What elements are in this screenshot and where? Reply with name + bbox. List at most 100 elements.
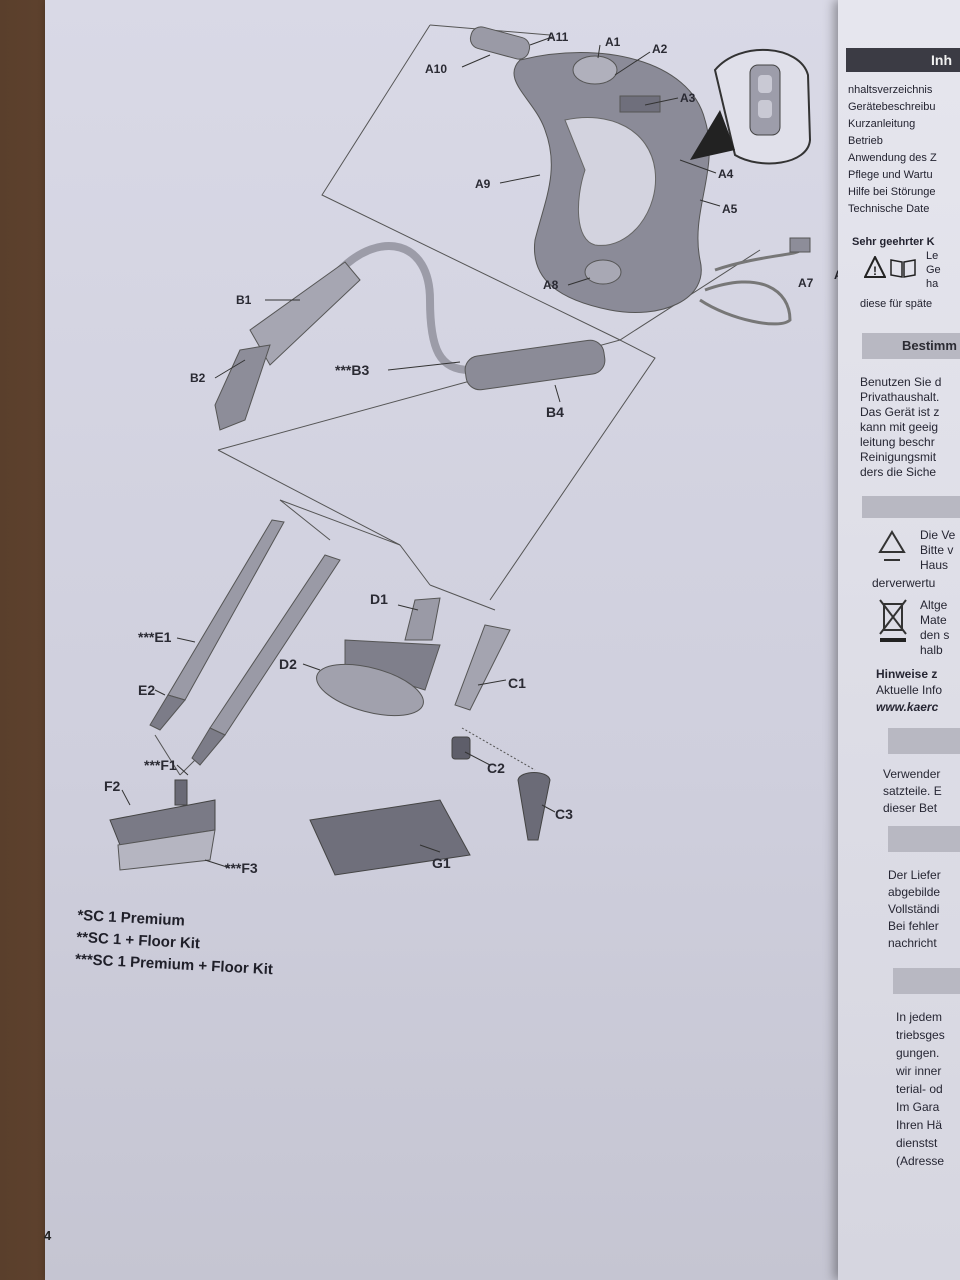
label-f3: ***F3 <box>225 860 258 876</box>
floor-nozzle-f <box>109 779 216 871</box>
section3-line-2: abgebilde <box>888 885 941 899</box>
section4-line-2: triebsges <box>896 1028 945 1042</box>
label-b4: B4 <box>546 404 564 420</box>
section3-line-3: Vollständi <box>888 902 940 916</box>
label-e2: E2 <box>138 682 156 698</box>
hint-line-1: Aktuelle Info <box>876 683 943 697</box>
section4-line-3: gungen. <box>896 1046 940 1060</box>
label-g1: G1 <box>432 855 451 871</box>
section1-line-7: ders die Siche <box>860 465 937 479</box>
label-e1: ***E1 <box>138 629 172 645</box>
toc-line-3: Kurzanleitung <box>848 118 916 130</box>
section4-line-8: dienstst <box>896 1136 938 1150</box>
section-scope-bar <box>888 826 960 852</box>
section1-line-6: Reinigungsmit <box>860 450 937 464</box>
label-f2: F2 <box>104 778 121 794</box>
svg-text:!: ! <box>873 264 877 278</box>
steam-hose <box>214 242 606 431</box>
label-d2: D2 <box>279 656 297 672</box>
manual-left-page <box>45 0 855 1280</box>
section3-line-1: Der Liefer <box>888 868 941 882</box>
section4-line-4: wir inner <box>896 1064 942 1078</box>
contents-header: Inh <box>846 48 960 72</box>
toc-line-4: Betrieb <box>848 135 883 147</box>
label-b1: B1 <box>236 293 252 307</box>
disposal-line-4: halb <box>920 643 943 657</box>
section1-line-2: Privathaushalt. <box>860 390 940 404</box>
label-b3: ***B3 <box>335 362 370 378</box>
model-legend: *SC 1 Premium **SC 1 + Floor Kit ***SC 1… <box>75 905 276 981</box>
steam-cleaner-body <box>469 26 812 326</box>
label-a4: A4 <box>718 167 734 181</box>
section-intended-use-bar: Bestimm <box>862 333 960 359</box>
label-a5: A5 <box>722 202 738 216</box>
section-environment-bar <box>862 496 960 518</box>
section-spare-parts-bar <box>888 728 960 754</box>
warning-line-1: Le <box>926 250 939 262</box>
section4-line-5: terial- od <box>896 1082 943 1096</box>
section2-line-1: Verwender <box>883 767 941 781</box>
section1-line-3: Das Gerät ist z <box>860 405 940 419</box>
toc-line-5: Anwendung des Z <box>848 152 937 164</box>
label-a9: A9 <box>475 177 491 191</box>
manual-right-page: Inh nhaltsverzeichnis Gerätebeschreibu K… <box>838 0 960 1280</box>
label-c2: C2 <box>487 760 505 776</box>
recycling-icon <box>874 530 910 569</box>
label-c1: C1 <box>508 675 526 691</box>
disposal-line-1: Altge <box>920 598 948 612</box>
round-brush-c2 <box>451 736 471 760</box>
section3-line-5: nachricht <box>888 936 937 950</box>
toc-line-7: Hilfe bei Störunge <box>848 186 936 198</box>
warning-icon: ! <box>863 254 887 278</box>
disposal-line-3: den s <box>920 628 950 642</box>
recycle-line-2: Bitte v <box>920 543 954 557</box>
recycle-line-4: derverwertu <box>872 576 936 590</box>
section4-line-1: In jedem <box>896 1010 943 1024</box>
recycle-line-1: Die Ve <box>920 528 956 542</box>
crossed-bin-icon <box>878 598 908 647</box>
frame-b <box>217 339 656 601</box>
manual-book-icon <box>890 258 916 278</box>
greeting: Sehr geehrter K <box>852 236 935 248</box>
disposal-line-2: Mate <box>920 613 947 627</box>
hint-website: www.kaerc <box>876 700 939 714</box>
toc-line-1: nhaltsverzeichnis <box>848 84 933 96</box>
power-nozzle-c3 <box>517 772 551 841</box>
warning-tail: diese für späte <box>860 298 933 310</box>
label-f1: ***F1 <box>144 757 177 773</box>
label-a11: A11 <box>547 30 569 44</box>
label-a1: A1 <box>605 35 621 49</box>
microfibre-cover-d2 <box>316 663 424 717</box>
label-a3: A3 <box>680 91 696 105</box>
section4-line-7: Ihren Hä <box>896 1118 943 1132</box>
label-a7: A7 <box>798 276 814 290</box>
label-c3: C3 <box>555 806 573 822</box>
section1-line-5: leitung beschr <box>860 435 935 449</box>
toc-line-6: Pflege und Wartu <box>848 169 933 181</box>
warning-line-2: Ge <box>926 264 941 276</box>
hint-title: Hinweise z <box>876 667 938 681</box>
storage-bag-g1 <box>309 799 471 876</box>
toc-line-2: Gerätebeschreibu <box>848 101 936 113</box>
page-number: 4 <box>44 1228 52 1243</box>
warning-line-3: ha <box>926 278 939 290</box>
label-a2: A2 <box>652 42 668 56</box>
recycle-line-3: Haus <box>920 558 949 572</box>
section-warranty-bar <box>893 968 960 994</box>
label-d1: D1 <box>370 591 388 607</box>
toc-line-8: Technische Date <box>848 203 930 215</box>
extension-tubes <box>149 519 341 766</box>
section4-line-6: Im Gara <box>896 1100 940 1114</box>
label-b2: B2 <box>190 371 206 385</box>
section4-line-9: (Adresse <box>896 1154 945 1168</box>
section2-line-2: satzteile. E <box>883 784 942 798</box>
section2-line-3: dieser Bet <box>883 801 938 815</box>
label-a10: A10 <box>425 62 448 76</box>
section1-line-1: Benutzen Sie d <box>860 375 942 389</box>
label-a8: A8 <box>543 278 559 292</box>
section3-line-4: Bei fehler <box>888 919 939 933</box>
point-jet-nozzle-c1 <box>454 624 511 711</box>
section-intended-use-title: Bestimm <box>902 338 957 353</box>
section1-line-4: kann mit geeig <box>860 420 939 434</box>
